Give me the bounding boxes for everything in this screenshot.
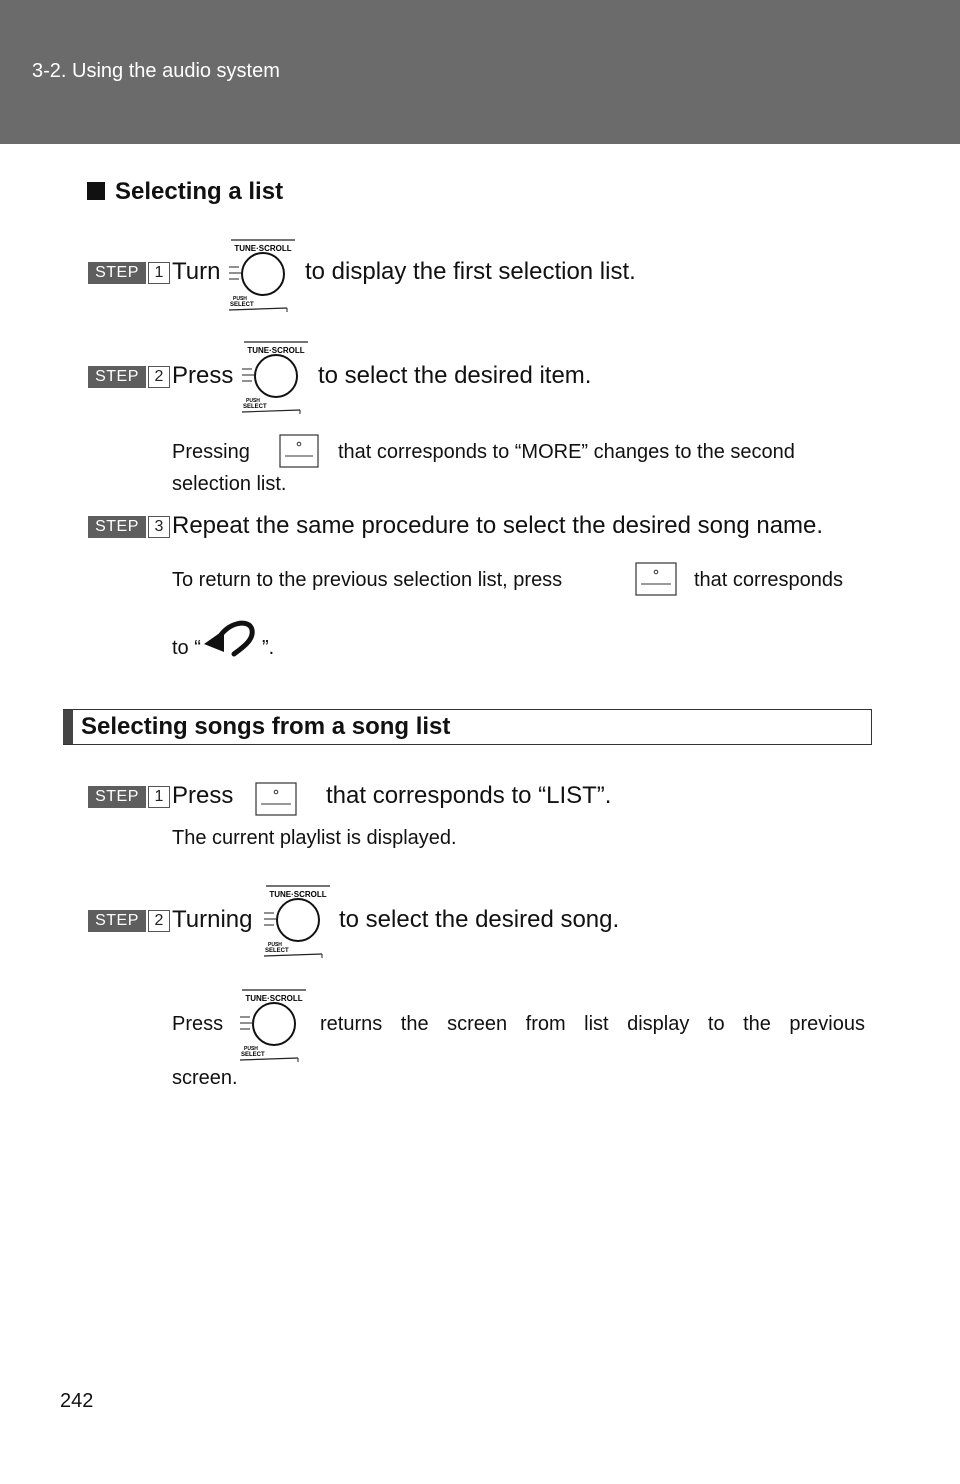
preset-button-icon xyxy=(279,434,319,468)
note-text: that corresponds xyxy=(694,569,843,591)
step-text: to display the first selection list. xyxy=(305,258,636,285)
back-arrow-icon xyxy=(204,620,255,657)
step-text-prefix: Press xyxy=(172,362,234,389)
note-text: to “ xyxy=(172,637,201,659)
step-text: to select the desired song. xyxy=(339,906,620,933)
svg-text:TUNE·SCROLL: TUNE·SCROLL xyxy=(245,994,302,1003)
note-text: The current playlist is displayed. xyxy=(172,827,457,849)
breadcrumb: 3-2. Using the audio system xyxy=(32,60,280,82)
page-number: 242 xyxy=(60,1390,94,1412)
svg-text:SELECT: SELECT xyxy=(241,1052,265,1058)
step-text: to select the desired item. xyxy=(318,362,592,389)
step-text-prefix: Turn xyxy=(172,258,221,285)
page-header: 3-2. Using the audio system xyxy=(0,0,960,144)
note-text: selection list. xyxy=(172,473,287,495)
step-text: that corresponds to “LIST”. xyxy=(326,782,612,809)
tune-scroll-knob-icon: TUNE·SCROLL PUSH SELECT xyxy=(228,239,295,312)
note-text: Pressing xyxy=(172,441,250,463)
tune-scroll-knob-icon: TUNE·SCROLL PUSH SELECT xyxy=(241,341,308,414)
note-text: returns the screen from list display to … xyxy=(320,1013,865,1035)
svg-text:SELECT: SELECT xyxy=(265,948,289,954)
preset-button-icon xyxy=(255,782,297,816)
square-bullet-icon xyxy=(87,182,105,200)
svg-text:PUSH: PUSH xyxy=(244,1046,258,1052)
step-text-prefix: Press xyxy=(172,782,234,809)
svg-text:TUNE·SCROLL: TUNE·SCROLL xyxy=(234,244,291,253)
section-bar-accent xyxy=(63,710,73,744)
section-heading: Selecting a list xyxy=(87,178,283,206)
section-title: Selecting songs from a song list xyxy=(81,713,451,740)
heading-text: Selecting a list xyxy=(115,178,284,205)
tune-scroll-knob-icon: TUNE·SCROLL PUSH SELECT xyxy=(239,989,306,1062)
section-title-bar: Selecting songs from a song list xyxy=(63,709,872,745)
svg-text:PUSH: PUSH xyxy=(233,296,247,302)
step-text-prefix: Turning xyxy=(172,906,253,933)
note-text: screen. xyxy=(172,1067,238,1089)
preset-button-icon xyxy=(635,562,677,596)
note-text: Press xyxy=(172,1013,224,1035)
step-text: Repeat the same procedure to select the … xyxy=(172,512,824,539)
svg-text:TUNE·SCROLL: TUNE·SCROLL xyxy=(269,890,326,899)
note-text: To return to the previous selection list… xyxy=(172,569,563,591)
svg-text:PUSH: PUSH xyxy=(268,942,282,948)
svg-text:SELECT: SELECT xyxy=(230,302,254,308)
svg-text:PUSH: PUSH xyxy=(246,398,260,404)
svg-text:TUNE·SCROLL: TUNE·SCROLL xyxy=(247,346,304,355)
note-text: ”. xyxy=(262,637,275,659)
tune-scroll-knob-icon: TUNE·SCROLL PUSH SELECT xyxy=(263,885,330,958)
note-text: that corresponds to “MORE” changes to th… xyxy=(338,441,795,463)
svg-text:SELECT: SELECT xyxy=(243,404,267,410)
